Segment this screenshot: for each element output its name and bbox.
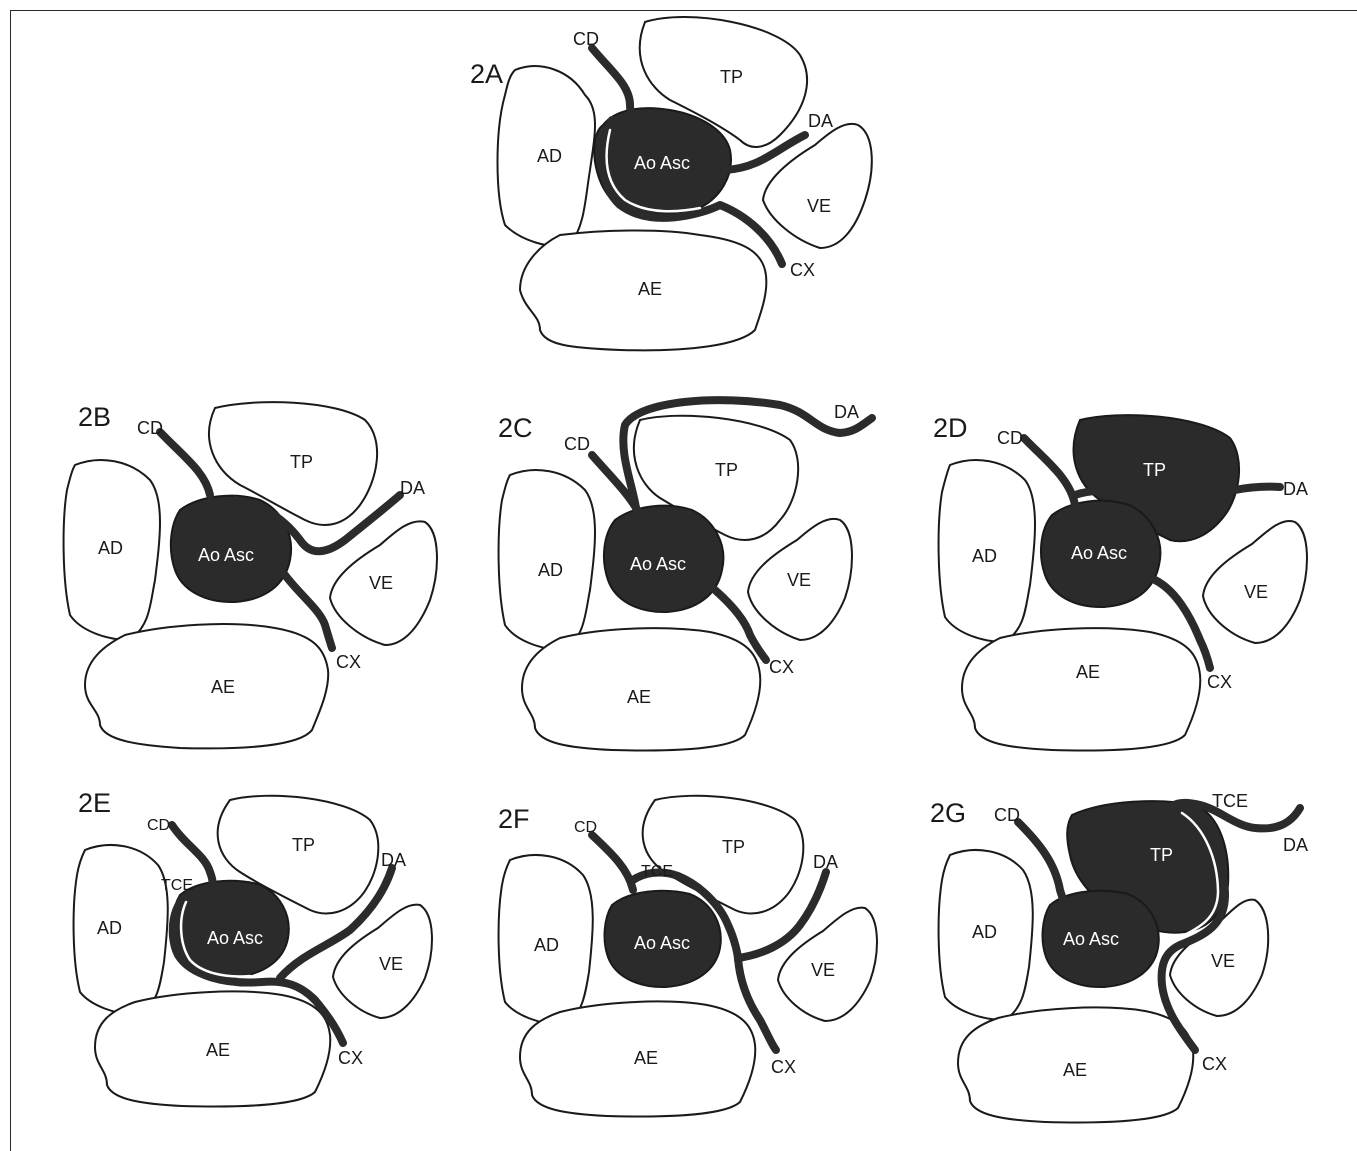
vessel-tp-connector — [1075, 491, 1118, 495]
label-cd: CD — [574, 819, 597, 836]
label-cd: CD — [997, 428, 1023, 448]
label-cd: CD — [147, 817, 170, 834]
label-da: DA — [808, 111, 833, 131]
label-cd: CD — [564, 434, 590, 454]
panel-2d: 2D CD TP DA AD Ao Asc VE AE CX — [933, 413, 1308, 750]
label-ao-asc: Ao Asc — [630, 554, 686, 574]
label-ad: AD — [98, 538, 123, 558]
label-ao-asc: Ao Asc — [634, 153, 690, 173]
panel-label-2b: 2B — [78, 402, 111, 432]
label-ae: AE — [1076, 662, 1100, 682]
panel-2c: 2C CD TP DA AD Ao Asc VE AE CX — [498, 400, 872, 750]
label-ae: AE — [1063, 1060, 1087, 1080]
label-cx: CX — [1207, 672, 1232, 692]
panel-2e: 2E CD TCE TP DA AD Ao Asc VE AE CX — [74, 788, 432, 1106]
label-ao-asc: Ao Asc — [1063, 929, 1119, 949]
panel-2b: 2B CD TP DA AD Ao Asc VE AE CX — [64, 402, 437, 748]
label-cx: CX — [790, 260, 815, 280]
label-da: DA — [813, 852, 838, 872]
panel-label-2d: 2D — [933, 413, 968, 443]
label-da: DA — [400, 478, 425, 498]
chamber-ve — [763, 124, 872, 248]
label-tp: TP — [722, 837, 745, 857]
label-ad: AD — [538, 560, 563, 580]
label-cd: CD — [573, 29, 599, 49]
label-ve: VE — [787, 570, 811, 590]
label-ve: VE — [379, 954, 403, 974]
label-ao-asc: Ao Asc — [1071, 543, 1127, 563]
label-tce: TCE — [1212, 791, 1248, 811]
label-ae: AE — [211, 677, 235, 697]
label-da: DA — [834, 402, 859, 422]
label-ad: AD — [972, 922, 997, 942]
label-ae: AE — [627, 687, 651, 707]
label-ad: AD — [534, 935, 559, 955]
label-da: DA — [1283, 835, 1308, 855]
label-cx: CX — [336, 652, 361, 672]
label-ad: AD — [537, 146, 562, 166]
label-cd: CD — [137, 418, 163, 438]
label-cx: CX — [771, 1057, 796, 1077]
panel-label-2f: 2F — [498, 804, 530, 834]
panel-label-2a: 2A — [470, 59, 503, 89]
label-ad: AD — [972, 546, 997, 566]
label-da: DA — [381, 850, 406, 870]
label-ve: VE — [1211, 951, 1235, 971]
label-tce: TCE — [641, 863, 673, 880]
vessel-da — [1235, 487, 1280, 490]
panel-2a: 2A CD TP DA AD Ao Asc VE AE CX — [470, 17, 872, 350]
label-tce: TCE — [161, 877, 193, 894]
label-cx: CX — [769, 657, 794, 677]
panel-2f: 2F CD TCE TP DA AD Ao Asc VE AE CX — [498, 796, 877, 1117]
chamber-ae — [962, 628, 1200, 750]
label-tp: TP — [292, 835, 315, 855]
panel-label-2e: 2E — [78, 788, 111, 818]
panel-2g: 2G CD TCE TP DA AD Ao Asc VE AE CX — [930, 791, 1308, 1122]
panel-label-2g: 2G — [930, 798, 966, 828]
label-tp: TP — [1143, 460, 1166, 480]
label-ae: AE — [206, 1040, 230, 1060]
label-ve: VE — [369, 573, 393, 593]
label-ao-asc: Ao Asc — [634, 933, 690, 953]
label-tp: TP — [290, 452, 313, 472]
label-tp: TP — [715, 460, 738, 480]
vessel-cd — [592, 835, 633, 890]
label-da: DA — [1283, 479, 1308, 499]
label-ao-asc: Ao Asc — [198, 545, 254, 565]
chamber-ae — [85, 624, 328, 748]
label-tp: TP — [720, 67, 743, 87]
label-cd: CD — [994, 805, 1020, 825]
vessel-cd — [160, 432, 210, 495]
label-cx: CX — [1202, 1054, 1227, 1074]
panel-label-2c: 2C — [498, 413, 533, 443]
label-ao-asc: Ao Asc — [207, 928, 263, 948]
label-tp: TP — [1150, 845, 1173, 865]
label-ve: VE — [1244, 582, 1268, 602]
label-ad: AD — [97, 918, 122, 938]
label-ae: AE — [638, 279, 662, 299]
label-ve: VE — [807, 196, 831, 216]
label-ve: VE — [811, 960, 835, 980]
vessel-cd — [592, 48, 640, 125]
label-cx: CX — [338, 1048, 363, 1068]
label-ae: AE — [634, 1048, 658, 1068]
